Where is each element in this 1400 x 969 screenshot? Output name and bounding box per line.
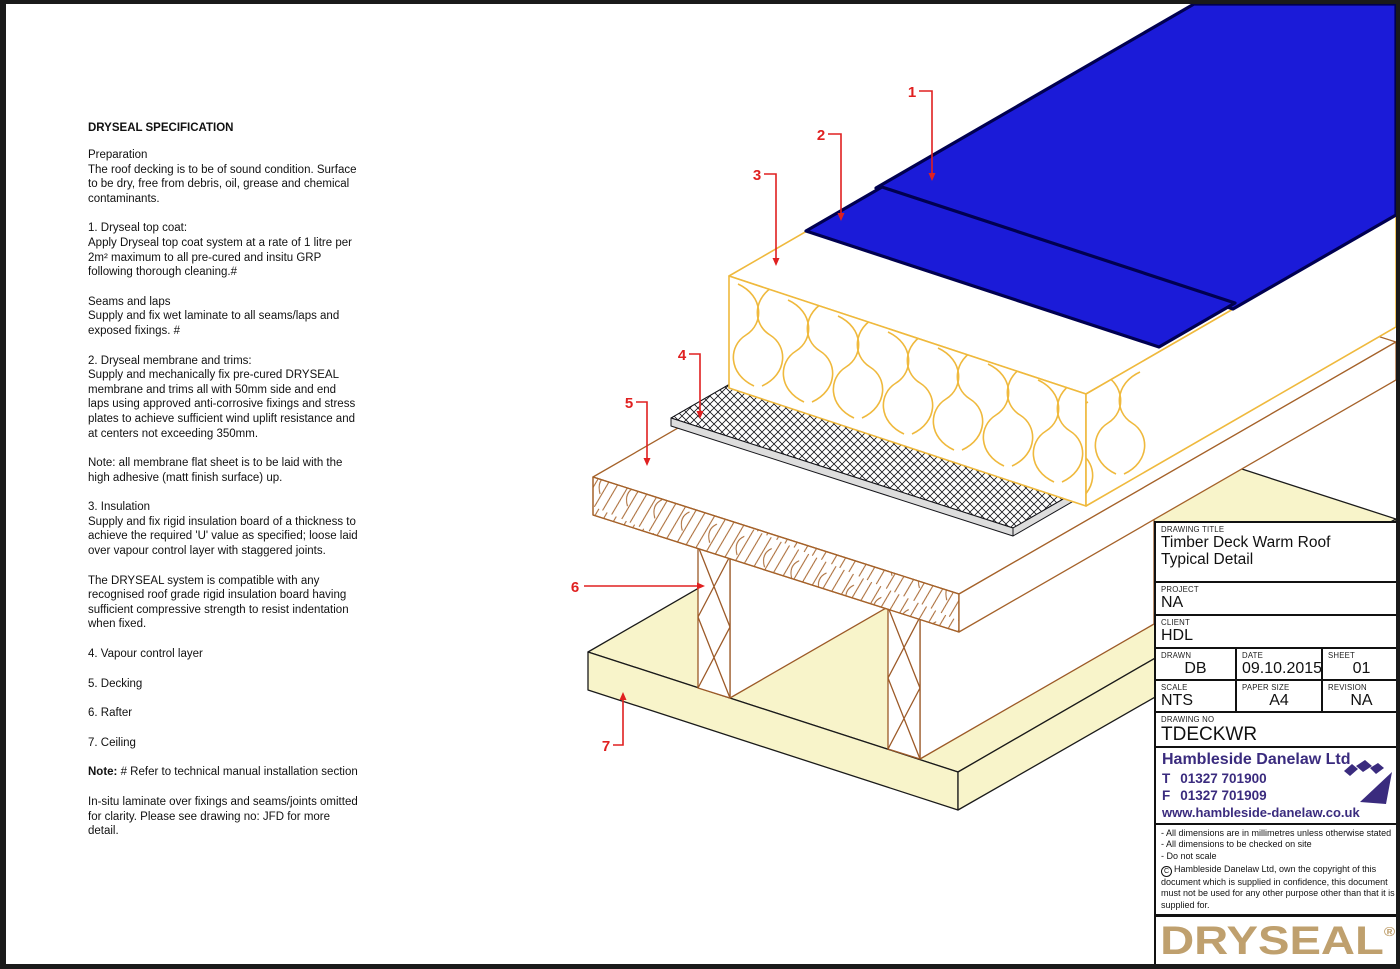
spec-paragraph: 7. Ceiling xyxy=(88,736,136,749)
callout-leader-4 xyxy=(689,353,701,411)
scale-cell: SCALE NTS xyxy=(1156,681,1237,712)
project-cell: PROJECT NA xyxy=(1156,583,1396,617)
spec-footer: In-situ laminate over fixings and seams/… xyxy=(88,796,358,838)
callout-number-7: 7 xyxy=(602,738,610,755)
rafter-end-face xyxy=(887,606,921,760)
paper-size-cell: PAPER SIZE A4 xyxy=(1237,681,1323,712)
revision-cell: REVISION NA xyxy=(1323,681,1396,711)
title-block: DRAWING TITLE Timber Deck Warm Roof Typi… xyxy=(1154,521,1396,964)
callout-number-3: 3 xyxy=(753,167,761,184)
specification-panel: DRYSEAL SPECIFICATION Preparation The ro… xyxy=(88,122,364,854)
drawn-label: DRAWN xyxy=(1161,651,1192,661)
drawing-no-value: TDECKWR xyxy=(1161,724,1258,746)
spec-paragraph: Seams and laps Supply and fix wet lamina… xyxy=(88,295,340,337)
deck-front-grain xyxy=(593,477,959,632)
membrane-sheet-lower xyxy=(804,185,1237,349)
dryseal-logo-text: DRYSEAL® xyxy=(1160,919,1396,964)
sheet-cell: SHEET 01 xyxy=(1323,649,1396,679)
drawing-title-cell: DRAWING TITLE Timber Deck Warm Roof Typi… xyxy=(1156,523,1396,584)
spec-paragraph: 1. Dryseal top coat: Apply Dryseal top c… xyxy=(88,222,352,279)
scale-paper-revision-row: SCALE NTS PAPER SIZE A4 REVISION NA xyxy=(1156,681,1396,714)
client-cell: CLIENT HDL xyxy=(1156,616,1396,650)
client-value: HDL xyxy=(1161,627,1194,645)
scale-value: NTS xyxy=(1161,692,1193,710)
spec-note: Note: # Refer to technical manual instal… xyxy=(88,766,358,779)
callout-number-6: 6 xyxy=(571,579,579,596)
deck-side-face xyxy=(958,341,1396,633)
date-value: 09.10.2015 xyxy=(1242,660,1323,678)
note-line: - Do not scale xyxy=(1161,850,1217,861)
revision-label: REVISION xyxy=(1328,683,1367,693)
spec-paragraph: Preparation The roof decking is to be of… xyxy=(88,149,357,205)
callout-leader-2 xyxy=(828,133,842,213)
drawing-no-cell: DRAWING NO TDECKWR xyxy=(1156,713,1396,749)
paper-size-value: A4 xyxy=(1269,692,1289,710)
drawing-no-label: DRAWING NO xyxy=(1161,715,1215,725)
project-value: NA xyxy=(1161,594,1184,612)
client-label: CLIENT xyxy=(1161,618,1190,628)
callout-number-5: 5 xyxy=(625,395,633,412)
rafter-cut-hatch xyxy=(697,545,731,699)
callout-leader-1 xyxy=(919,90,933,173)
project-label: PROJECT xyxy=(1161,585,1199,595)
callout-annotations: 1 2 3 4 5 6 7 xyxy=(571,84,936,755)
company-website[interactable]: www.hambleside-danelaw.co.uk xyxy=(1162,805,1360,821)
callout-leader-7 xyxy=(613,700,624,746)
company-name: Hambleside Danelaw Ltd xyxy=(1162,751,1351,769)
spec-paragraph: 4. Vapour control layer xyxy=(88,648,203,661)
spec-paragraph: Note: all membrane flat sheet is to be l… xyxy=(88,457,343,484)
drawn-date-sheet-row: DRAWN DB DATE 09.10.2015 SHEET 01 xyxy=(1156,649,1396,682)
spec-paragraph: 2. Dryseal membrane and trims: Supply an… xyxy=(88,354,356,440)
drawing-title-label: DRAWING TITLE xyxy=(1161,525,1225,534)
spec-paragraph: 6. Rafter xyxy=(88,707,133,720)
spec-heading: DRYSEAL SPECIFICATION xyxy=(88,122,234,134)
callout-number-1: 1 xyxy=(908,84,916,101)
drawn-value: DB xyxy=(1184,660,1207,678)
note-line: - All dimensions to be checked on site xyxy=(1161,839,1312,850)
callout-number-2: 2 xyxy=(817,127,825,144)
paper-size-label: PAPER SIZE xyxy=(1242,683,1290,693)
sheet-value: 01 xyxy=(1352,660,1371,678)
rafter-cut-hatch xyxy=(887,606,921,760)
drawn-cell: DRAWN DB xyxy=(1156,649,1237,680)
revision-value: NA xyxy=(1350,692,1373,710)
date-label: DATE xyxy=(1242,651,1264,661)
callout-arrowheads xyxy=(619,173,936,700)
dryseal-logo: DRYSEAL® xyxy=(1156,917,1396,964)
date-cell: DATE 09.10.2015 xyxy=(1237,649,1323,680)
drawing-title: Timber Deck Warm Roof Typical Detail xyxy=(1161,534,1331,569)
rafter-end-face xyxy=(697,545,731,699)
notes-block: - All dimensions are in millimetres unle… xyxy=(1156,825,1396,917)
callout-number-4: 4 xyxy=(678,347,687,364)
note-line: - All dimensions are in millimetres unle… xyxy=(1161,828,1392,839)
sheet-label: SHEET xyxy=(1328,651,1355,661)
spec-paragraph: 5. Decking xyxy=(88,677,143,690)
callout-leader-3 xyxy=(764,173,777,258)
scale-label: SCALE xyxy=(1161,683,1188,693)
membrane-layer xyxy=(804,4,1396,349)
callout-leader-5 xyxy=(636,401,648,458)
roof-detail-drawing: 1 2 3 4 5 6 7 xyxy=(571,4,1396,811)
hambleside-danelaw-logo-icon xyxy=(1344,760,1392,805)
spec-paragraph: The DRYSEAL system is compatible with an… xyxy=(88,574,349,631)
spec-paragraph: 3. Insulation Supply and fix rigid insul… xyxy=(88,501,358,558)
